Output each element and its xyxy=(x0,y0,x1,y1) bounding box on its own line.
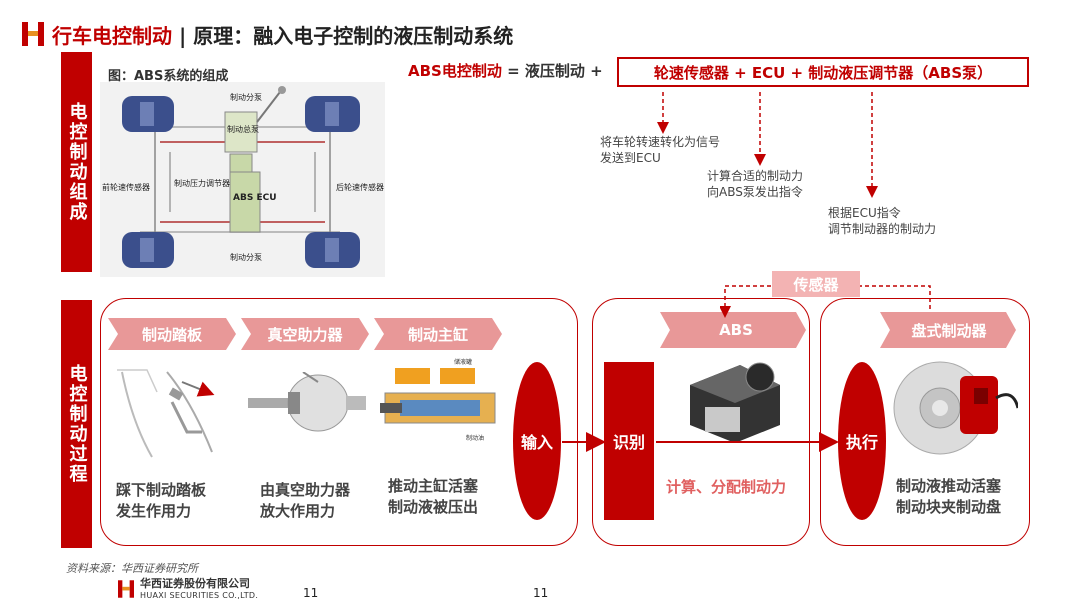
input-node: 输入 xyxy=(513,362,561,520)
abs-ecu-block xyxy=(229,171,261,233)
stage-arrows xyxy=(562,432,839,452)
abs-chevron xyxy=(660,312,806,348)
oil-reservoir-label: 储液罐 xyxy=(454,358,472,366)
abs-label: ABS xyxy=(719,321,753,339)
source-note: 资料来源：华西证券研究所 xyxy=(66,562,198,575)
label-ecu: ABS ECU xyxy=(233,193,277,203)
chevron-vacuum-booster: 真空助力器 xyxy=(267,325,343,344)
execute-group-box xyxy=(820,298,1030,546)
process-chevrons xyxy=(108,318,502,350)
brake-oil-label: 制动油 xyxy=(466,434,484,442)
chevron-brake-pedal: 制动踏板 xyxy=(141,325,202,344)
figure-title: 图：ABS系统的组成 xyxy=(108,69,229,84)
input-group-box xyxy=(100,298,578,546)
sensor-label: 传感器 xyxy=(772,271,860,297)
company-logo-icon xyxy=(118,580,134,598)
brake-pedal-image xyxy=(117,369,215,458)
process-side-label: 电控制动过程 xyxy=(61,300,92,548)
label-pump-bottom: 制动分泵 xyxy=(230,252,262,262)
step-text-vacuum-booster: 由真空助力器 放大作用力 xyxy=(260,481,351,520)
disc-brake-label: 盘式制动器 xyxy=(911,321,987,340)
step-text-disc-brake: 制动液推动活塞 制动块夹制动盘 xyxy=(896,477,1002,516)
huaxi-logo-icon xyxy=(22,22,44,46)
abs-note: 计算、分配制动力 xyxy=(666,478,787,496)
label-front-sensor: 前轮速传感器 xyxy=(102,182,150,192)
title-main: 行车电控制动 xyxy=(52,24,172,48)
disc-brake-chevron xyxy=(880,312,1016,348)
composition-side-label: 电控制动组成 xyxy=(61,52,92,272)
page-number-right: 11 xyxy=(533,586,549,600)
label-pump-top: 制动分泵 xyxy=(230,92,262,102)
execute-node: 执行 xyxy=(838,362,886,520)
step-text-master-cylinder: 推动主缸活塞 制动液被压出 xyxy=(388,477,479,516)
sensor-feedback-loop xyxy=(720,285,931,318)
formula-eq: = 液压制动 + xyxy=(501,62,603,80)
title-sub: 原理：融入电子控制的液压制动系统 xyxy=(193,24,514,48)
title-separator: | xyxy=(172,24,194,48)
formula-lhs: ABS电控制动 xyxy=(408,62,502,80)
abs-system-figure: 制动分泵 制动总泵 制动压力调节器 ABS ECU 前轮速传感器 后轮速传感器 … xyxy=(100,82,385,277)
label-rear-sensor: 后轮速传感器 xyxy=(336,182,384,192)
formula-components-box: 轮速传感器 + ECU + 制动液压调节器（ABS泵） xyxy=(617,57,1029,87)
company-name: 华西证券股份有限公司 HUAXI SECURITIES CO.,LTD. xyxy=(140,577,259,601)
page-number-left: 11 xyxy=(303,586,319,600)
abs-unit-image xyxy=(690,362,780,443)
label-master: 制动总泵 xyxy=(227,124,259,134)
label-regulator: 制动压力调节器 xyxy=(174,178,230,188)
note-ecu: 计算合适的制动力 向ABS泵发出指令 xyxy=(707,169,804,199)
disc-brake-image xyxy=(893,361,1018,455)
recognize-group-box xyxy=(592,298,810,546)
vacuum-booster-image xyxy=(248,372,366,432)
note-abs-pump: 根据ECU指令 调节制动器的制动力 xyxy=(828,206,937,236)
formula: ABS电控制动 = 液压制动 + xyxy=(408,60,603,81)
formula-dashed-arrows xyxy=(657,92,878,198)
chevron-master-cylinder: 制动主缸 xyxy=(407,325,468,344)
master-cylinder-image: 储液罐 制动油 xyxy=(380,358,496,442)
page-title: 行车电控制动 | 原理：融入电子控制的液压制动系统 xyxy=(52,20,513,49)
step-text-brake-pedal: 踩下制动踏板 发生作用力 xyxy=(116,481,207,520)
note-sensor: 将车轮转速转化为信号 发送到ECU xyxy=(600,135,721,165)
recognize-node: 识别 xyxy=(604,362,654,520)
